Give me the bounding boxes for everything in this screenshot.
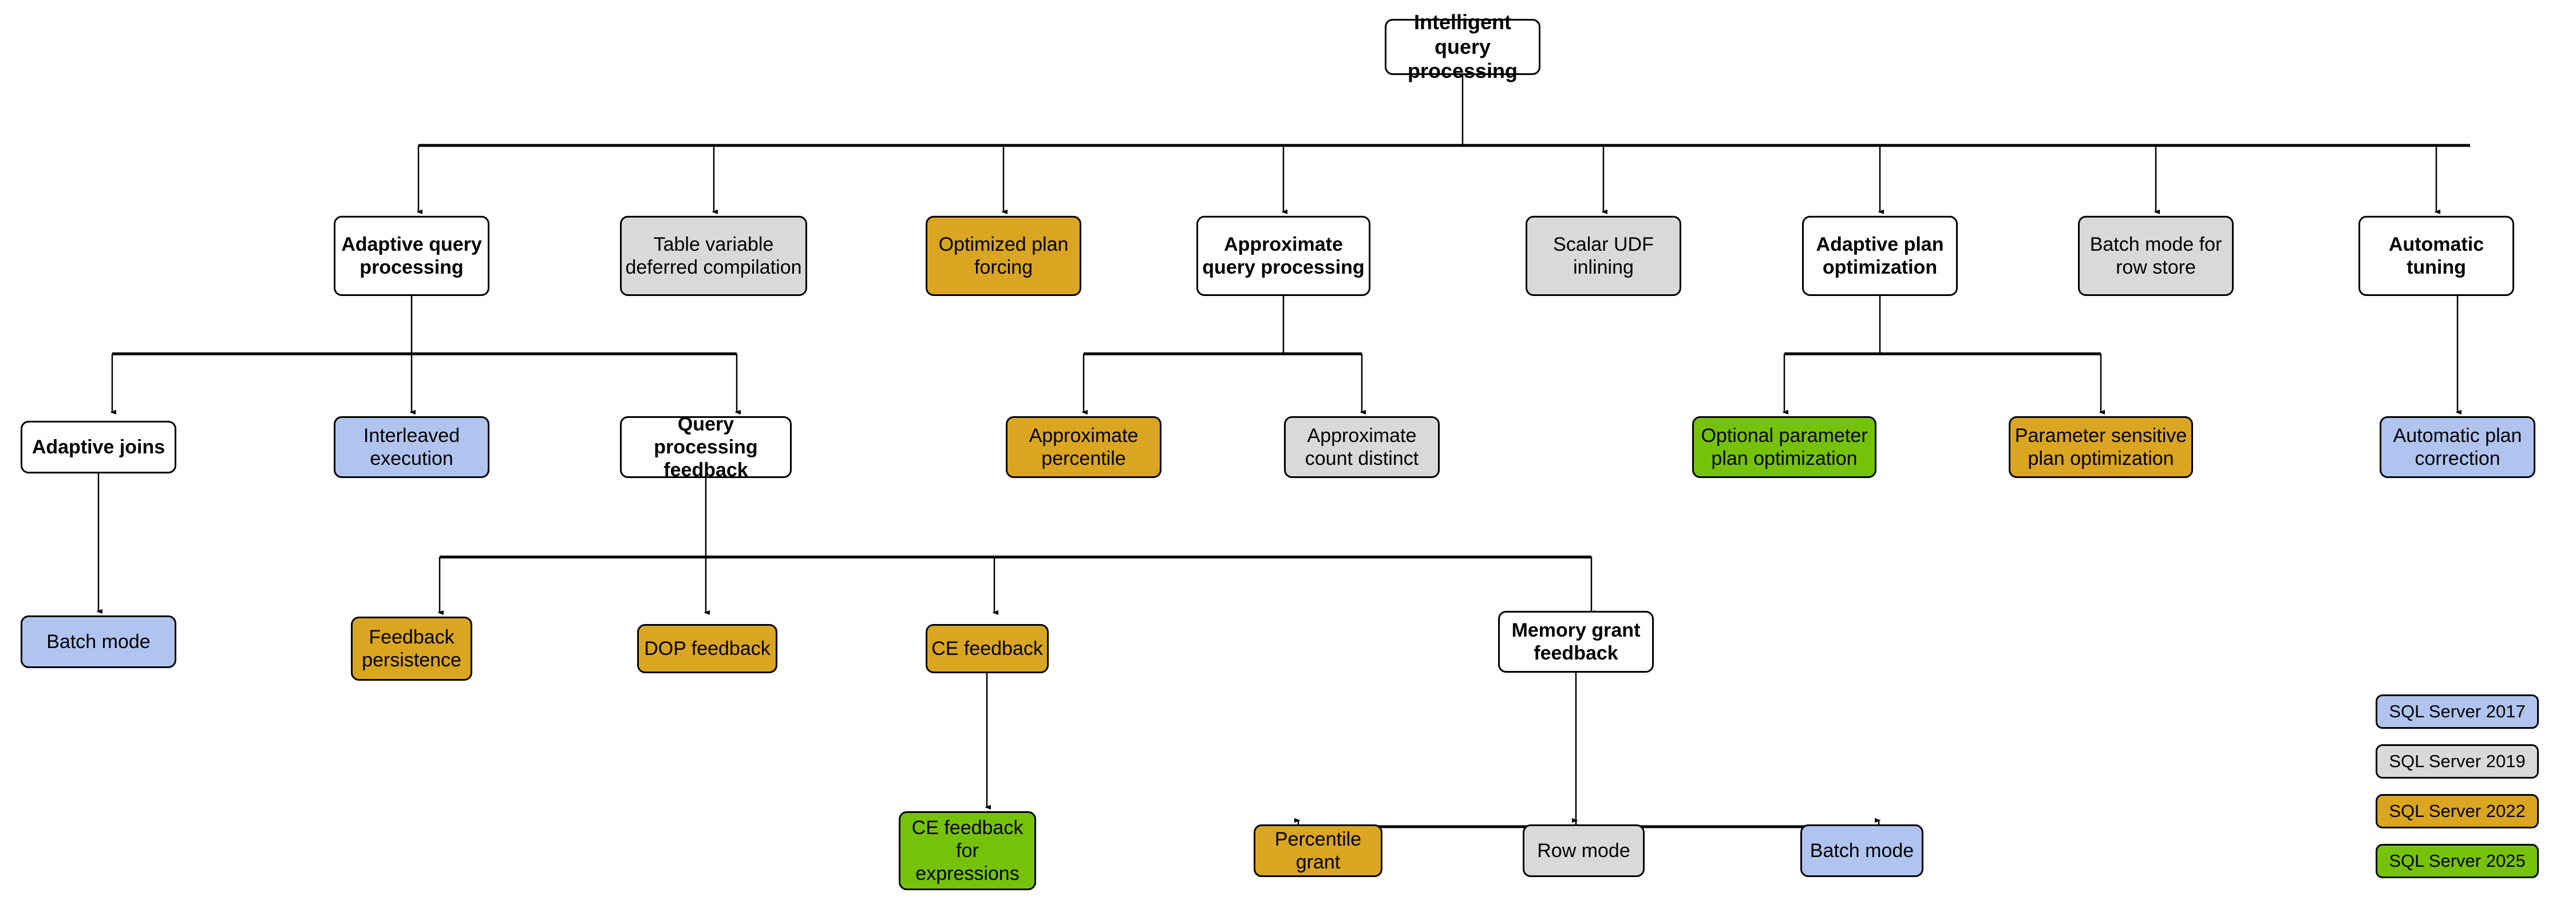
node-apc[interactable]: Automatic plan correction [2380,416,2535,478]
legend-item-legend-2022[interactable]: SQL Server 2022 [2376,794,2539,828]
node-mgf[interactable]: Memory grant feedback [1498,611,1654,673]
node-pctgrant[interactable]: Percentile grant [1254,824,1382,877]
node-dopfb[interactable]: DOP feedback [637,624,777,673]
node-ajoins[interactable]: Adaptive joins [21,421,176,473]
node-rowmode[interactable]: Row mode [1523,824,1645,877]
node-udf[interactable]: Scalar UDF inlining [1526,216,1681,296]
node-fbpers[interactable]: Feedback persistence [351,617,472,681]
node-cefbexpr[interactable]: CE feedback for expressions [899,811,1036,890]
node-autotune[interactable]: Automatic tuning [2358,216,2514,296]
node-cefb[interactable]: CE feedback [926,624,1049,673]
node-root[interactable]: Intelligent query processing [1385,10,1540,82]
node-tvdc[interactable]: Table variable deferred compilation [620,216,807,296]
node-opf[interactable]: Optimized plan forcing [926,216,1081,296]
node-apcd[interactable]: Approximate count distinct [1284,416,1440,478]
node-aqp[interactable]: Adaptive query processing [334,216,489,296]
node-oppo[interactable]: Optional parameter plan optimization [1692,416,1876,478]
legend-item-legend-2025[interactable]: SQL Server 2025 [2376,844,2539,878]
node-pspo[interactable]: Parameter sensitive plan optimization [2009,416,2193,478]
legend-item-legend-2019[interactable]: SQL Server 2019 [2376,744,2539,779]
node-interleave[interactable]: Interleaved execution [334,416,489,478]
legend-item-legend-2017[interactable]: SQL Server 2017 [2376,694,2539,729]
node-apo[interactable]: Adaptive plan optimization [1802,216,1958,296]
node-qpf[interactable]: Query processing feedback [620,413,792,481]
node-apq[interactable]: Approximate query processing [1196,216,1370,296]
node-appct[interactable]: Approximate percentile [1006,416,1161,478]
node-bmrs[interactable]: Batch mode for row store [2078,216,2234,296]
node-batch2[interactable]: Batch mode [1800,824,1923,877]
node-batch1[interactable]: Batch mode [21,615,176,668]
